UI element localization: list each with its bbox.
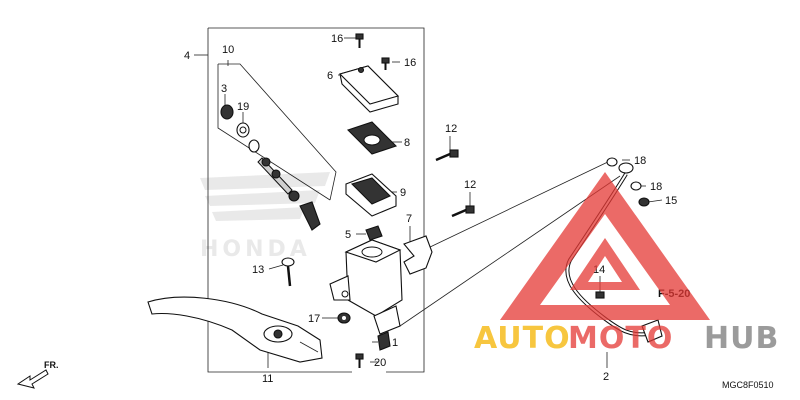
bolt-14 — [595, 291, 605, 299]
switch-1 — [377, 331, 391, 351]
callout-18a: 18 — [634, 155, 646, 167]
callout-18b: 18 — [650, 181, 662, 193]
screw-16-right — [381, 57, 390, 70]
master-cylinder-body — [329, 239, 403, 335]
pivot-bolt-13 — [281, 257, 295, 287]
diagram-code: MGC8F0510 — [722, 380, 774, 390]
callout-6: 6 — [327, 70, 333, 82]
callout-labels: 1 2 3 4 5 6 7 8 9 10 11 12 12 13 14 15 1… — [184, 33, 677, 385]
reservoir-plate — [346, 121, 398, 155]
piston-assembly — [220, 104, 321, 231]
switch-part-5 — [365, 225, 383, 241]
callout-13: 13 — [252, 264, 264, 276]
handlebar-clamp — [403, 235, 433, 275]
callout-17: 17 — [308, 313, 320, 325]
watermark-word-moto: MOTO — [568, 321, 673, 356]
callout-1: 1 — [392, 337, 398, 349]
screw-20 — [355, 353, 364, 368]
reservoir-cap — [338, 65, 400, 113]
callout-16a: 16 — [331, 33, 343, 45]
honda-ghost-text: HONDA — [200, 237, 311, 262]
callout-16b: 16 — [404, 57, 416, 69]
screw-16-top — [355, 33, 364, 48]
front-label: FR. — [44, 360, 59, 370]
callout-4: 4 — [184, 50, 190, 62]
watermark-inner-triangle — [570, 238, 640, 290]
watermark-triangle-icon — [500, 172, 710, 320]
callout-12b: 12 — [464, 179, 476, 191]
watermark-word-hub: HUB — [704, 321, 779, 356]
callout-19: 19 — [237, 101, 249, 113]
assembly-brackets — [207, 27, 425, 373]
bolt-12-upper — [435, 149, 459, 162]
front-direction-indicator: FR. — [16, 360, 59, 389]
callout-12a: 12 — [445, 123, 457, 135]
watermark-word-auto: AUTO — [474, 321, 571, 356]
callout-9: 9 — [400, 187, 406, 199]
callout-3: 3 — [221, 83, 227, 95]
callout-7: 7 — [406, 213, 412, 225]
washer-18-lower — [630, 181, 642, 191]
callout-20: 20 — [374, 357, 386, 369]
callout-10: 10 — [222, 44, 234, 56]
bolt-12-lower — [451, 205, 475, 218]
callout-2: 2 — [603, 371, 609, 383]
callout-5: 5 — [345, 229, 351, 241]
brake-lever — [147, 296, 323, 363]
callout-11: 11 — [262, 373, 273, 385]
nut-17 — [337, 312, 351, 324]
watermark-logo: AUTO MOTO HUB — [474, 172, 779, 356]
banjo-bolt-15 — [638, 197, 650, 207]
callout-8: 8 — [404, 137, 410, 149]
front-arrow-icon — [16, 369, 49, 389]
callout-15: 15 — [665, 195, 677, 207]
diaphragm — [345, 173, 397, 217]
